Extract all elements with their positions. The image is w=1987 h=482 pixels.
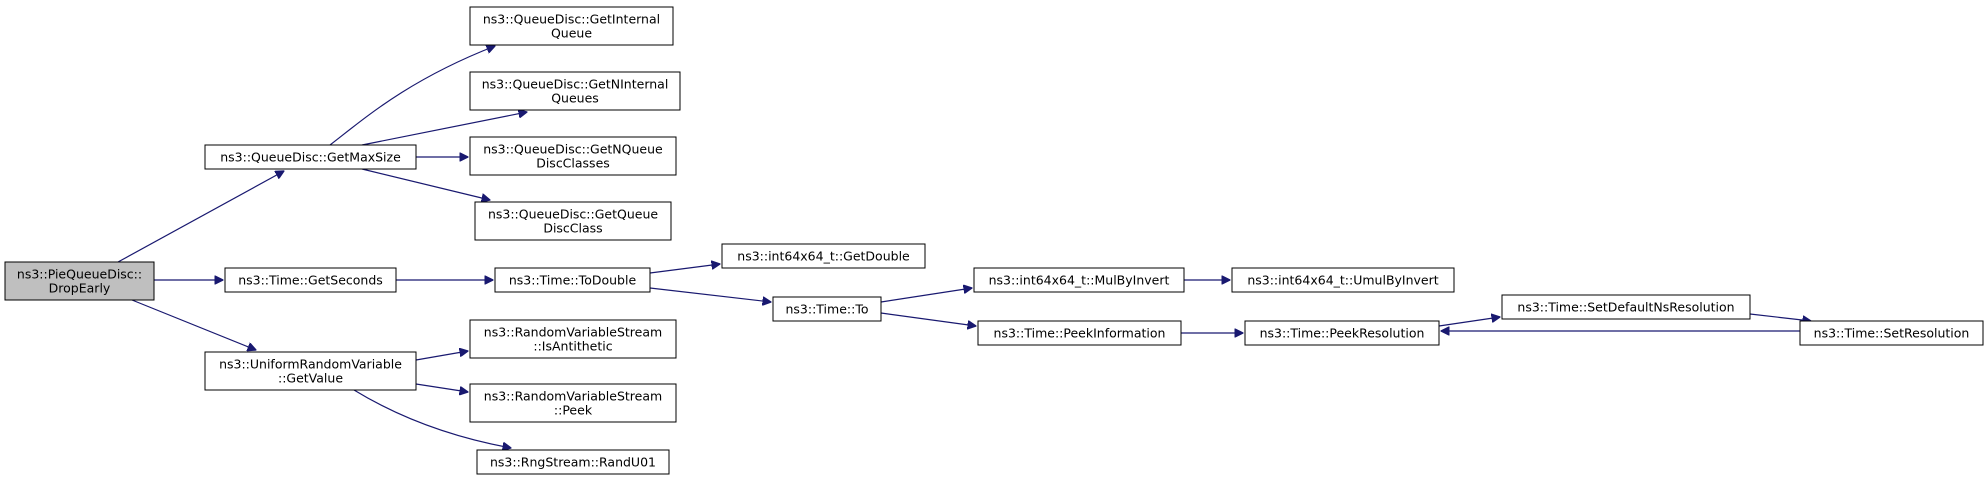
node-umul-by-invert[interactable]: ns3::int64x64_t::UmulByInvert [1231, 267, 1455, 293]
edge-get-max-size-to-get-queue-disc-class [361, 168, 490, 200]
node-label-line: ns3::QueueDisc::GetNInternal [482, 77, 669, 92]
node-box [476, 449, 670, 475]
node-box [469, 6, 674, 46]
node-box [204, 144, 417, 170]
edge-to-to-mul-by-invert [880, 288, 972, 303]
node-label-line: ns3::Time::GetSeconds [238, 273, 383, 288]
node-box [224, 267, 397, 293]
node-label-line: ns3::QueueDisc::GetQueue [488, 207, 658, 222]
node-box [469, 71, 681, 111]
edge-to-double-to-to [649, 287, 771, 302]
node-box [1501, 294, 1751, 320]
node-label-line: ns3::RngStream::RandU01 [490, 455, 656, 470]
node-drop-early[interactable]: ns3::PieQueueDisc::DropEarly [4, 261, 155, 301]
node-box [474, 201, 672, 241]
node-label-line: ns3::RandomVariableStream [484, 389, 662, 404]
node-set-default-ns-resolution[interactable]: ns3::Time::SetDefaultNsResolution [1501, 294, 1751, 320]
node-label-line: DropEarly [49, 281, 111, 296]
node-label-line: DiscClasses [536, 156, 610, 171]
node-label-line: ns3::PieQueueDisc:: [17, 267, 142, 282]
node-box [1799, 320, 1984, 346]
node-box [1244, 320, 1440, 346]
node-label-line: ns3::QueueDisc::GetInternal [483, 12, 660, 27]
node-uniform-get-value[interactable]: ns3::UniformRandomVariable::GetValue [204, 351, 417, 391]
node-box [973, 267, 1185, 293]
edge-uniform-get-value-to-rand-u01 [353, 389, 511, 448]
node-label-line: ns3::Time::SetResolution [1814, 326, 1970, 341]
edge-drop-early-to-get-max-size [117, 171, 284, 263]
node-label-line: ::GetValue [278, 371, 343, 386]
node-box [772, 296, 882, 322]
node-label-line: ::Peek [554, 403, 593, 418]
node-label-line: ns3::Time::ToDouble [509, 273, 637, 288]
node-box [1231, 267, 1455, 293]
node-box [469, 136, 677, 176]
node-peek-information[interactable]: ns3::Time::PeekInformation [977, 320, 1182, 346]
node-label-line: ns3::int64x64_t::GetDouble [737, 249, 910, 264]
edge-peek-resolution-to-set-default-ns-resolution [1438, 317, 1500, 327]
edge-get-max-size-to-get-internal-queue [329, 46, 495, 146]
node-label-line: ns3::UniformRandomVariable [219, 357, 402, 372]
node-label-line: ns3::Time::PeekInformation [994, 326, 1166, 341]
edge-uniform-get-value-to-peek [415, 383, 468, 392]
node-box [721, 243, 926, 269]
node-box [977, 320, 1182, 346]
nodes-layer: ns3::PieQueueDisc::DropEarly ns3::QueueDi… [4, 6, 1984, 475]
node-box [494, 267, 651, 293]
node-set-resolution[interactable]: ns3::Time::SetResolution [1799, 320, 1984, 346]
node-label-line: ns3::QueueDisc::GetNQueue [483, 142, 663, 157]
edge-get-max-size-to-get-n-internal-queues [361, 112, 527, 146]
node-label-line: ns3::int64x64_t::MulByInvert [989, 273, 1170, 288]
node-rand-u01[interactable]: ns3::RngStream::RandU01 [476, 449, 670, 475]
node-label-line: ::IsAntithetic [533, 339, 612, 354]
edge-to-to-peek-information [880, 312, 976, 326]
node-is-antithetic[interactable]: ns3::RandomVariableStream::IsAntithetic [469, 319, 677, 359]
node-get-seconds[interactable]: ns3::Time::GetSeconds [224, 267, 397, 293]
node-label-line: ns3::QueueDisc::GetMaxSize [220, 150, 401, 165]
node-label-line: Queue [551, 26, 592, 41]
node-box [469, 383, 677, 423]
node-label-line: Queues [551, 91, 599, 106]
node-box [204, 351, 417, 391]
node-get-max-size[interactable]: ns3::QueueDisc::GetMaxSize [204, 144, 417, 170]
node-label-line: ns3::Time::PeekResolution [1260, 326, 1425, 341]
edges-layer [117, 46, 1811, 448]
edge-to-double-to-get-double [649, 264, 720, 274]
node-to-double[interactable]: ns3::Time::ToDouble [494, 267, 651, 293]
node-to[interactable]: ns3::Time::To [772, 296, 882, 322]
node-label-line: DiscClass [543, 221, 602, 236]
node-label-line: ns3::Time::SetDefaultNsResolution [1517, 300, 1734, 315]
node-label-line: ns3::RandomVariableStream [484, 325, 662, 340]
node-label-line: ns3::Time::To [786, 302, 869, 317]
edge-set-default-ns-resolution-to-set-resolution [1749, 313, 1811, 321]
node-label-line: ns3::int64x64_t::UmulByInvert [1247, 273, 1438, 288]
node-box [469, 319, 677, 359]
node-get-double[interactable]: ns3::int64x64_t::GetDouble [721, 243, 926, 269]
edge-uniform-get-value-to-is-antithetic [415, 351, 468, 361]
node-mul-by-invert[interactable]: ns3::int64x64_t::MulByInvert [973, 267, 1185, 293]
edge-drop-early-to-uniform-get-value [131, 299, 256, 350]
node-peek[interactable]: ns3::RandomVariableStream::Peek [469, 383, 677, 423]
node-peek-resolution[interactable]: ns3::Time::PeekResolution [1244, 320, 1440, 346]
node-box [4, 261, 155, 301]
